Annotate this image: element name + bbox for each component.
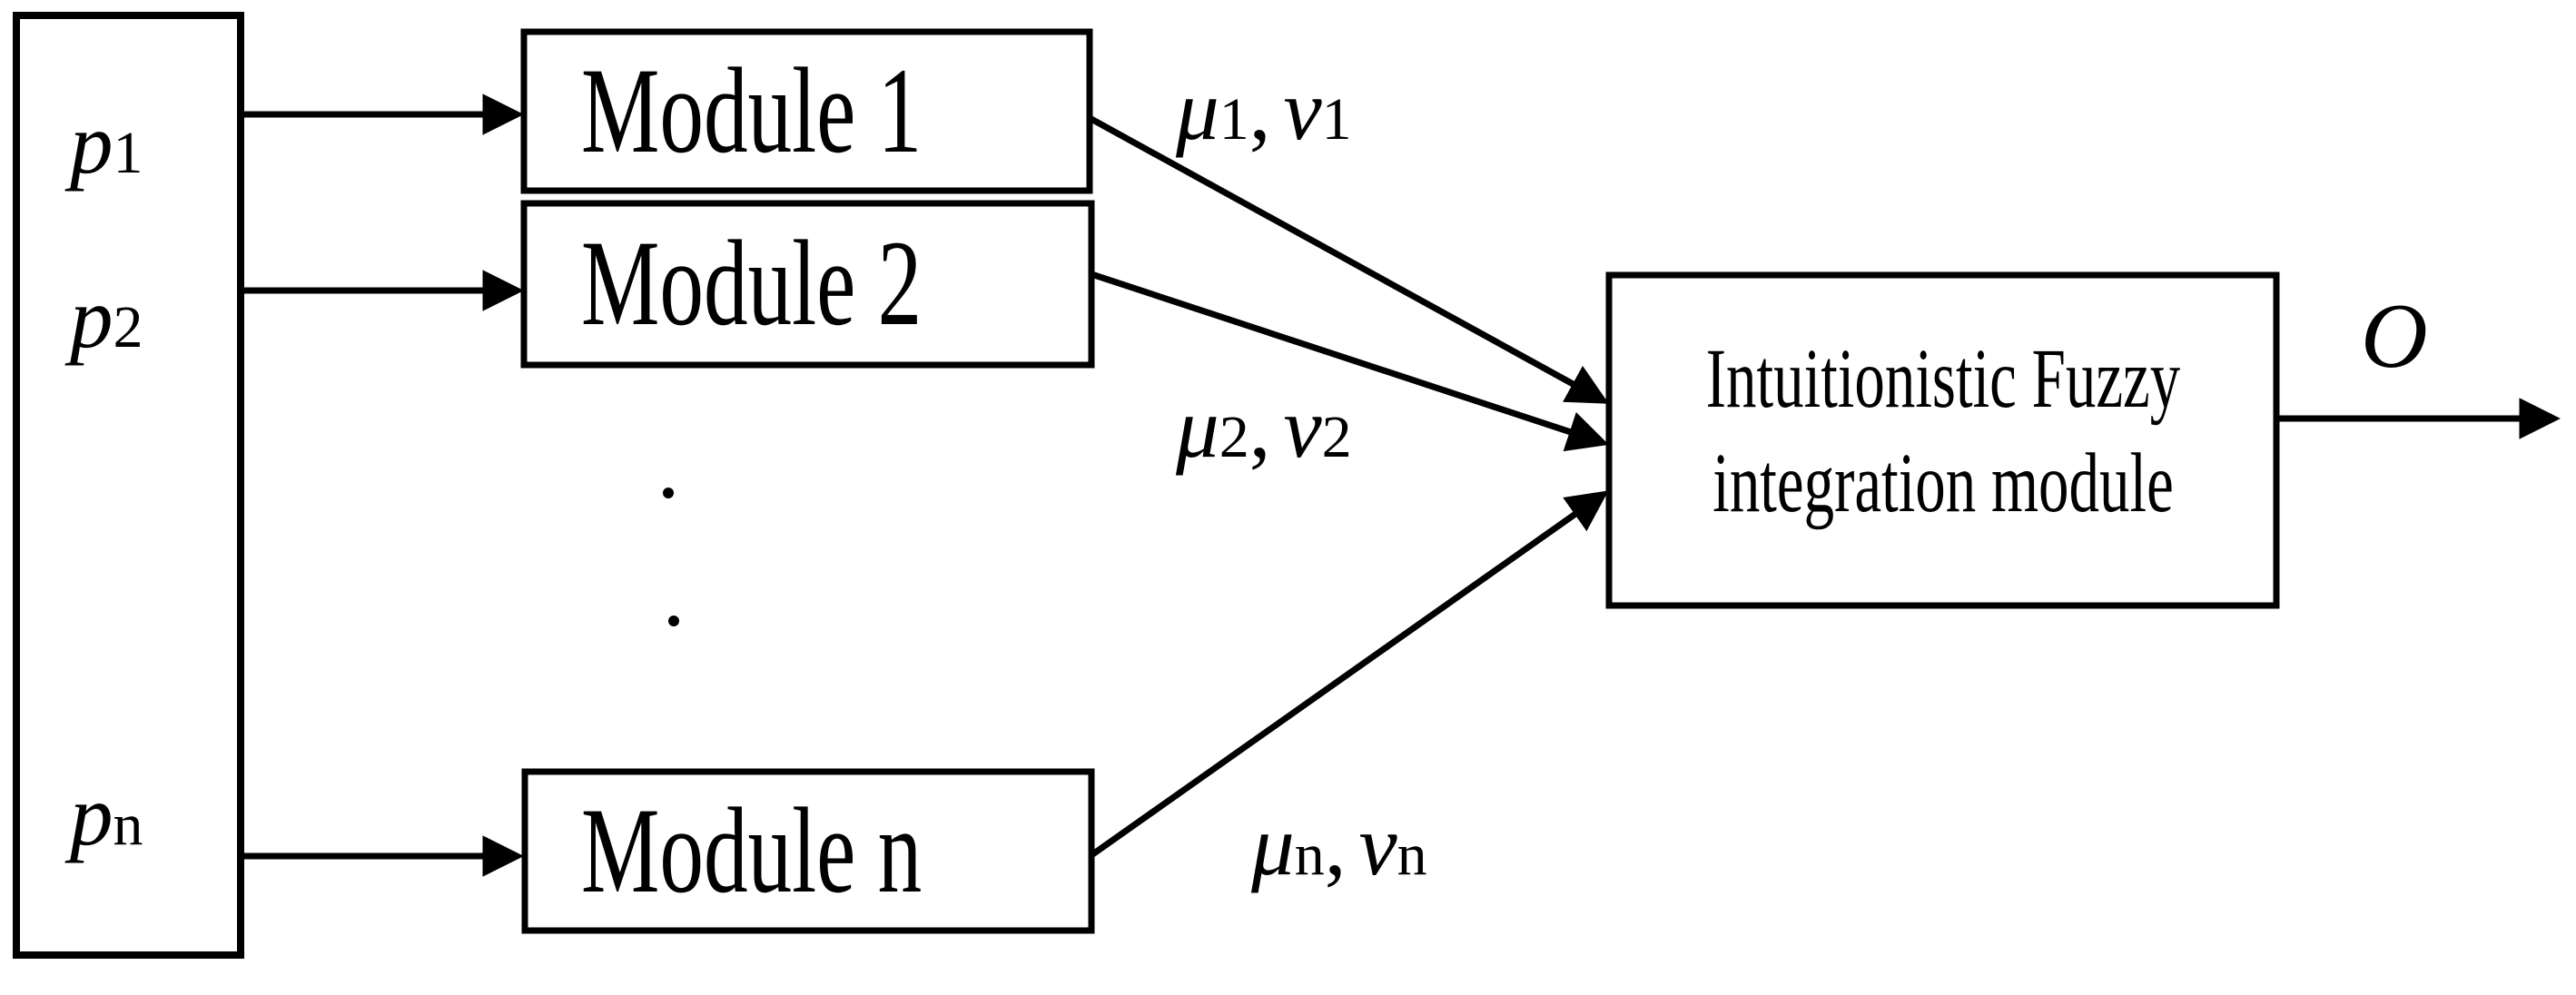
input-label-pn: pn <box>64 767 143 863</box>
ellipsis-dot-2 <box>668 616 679 626</box>
module-2-label: Module 2 <box>581 216 922 351</box>
edge-label-n: μn,νn <box>1250 797 1427 893</box>
integration-box <box>1605 271 2280 609</box>
edge-label-2: μ2,ν2 <box>1175 379 1352 476</box>
edge-line-2 <box>1090 271 1609 452</box>
input-label-p2: p2 <box>64 270 143 366</box>
module-1-label: Module 1 <box>581 44 922 179</box>
input-label-p1: p1 <box>64 95 143 192</box>
input-box <box>13 12 244 959</box>
module-1-box <box>520 28 1093 194</box>
integration-label-line2: integration module <box>1712 436 2174 529</box>
edge-line-n <box>1089 490 1609 858</box>
edge-label-1: μ1,ν1 <box>1175 62 1352 158</box>
integration-label-line1: Intuitionistic Fuzzy <box>1706 331 2181 425</box>
edge-line-1 <box>1088 114 1609 404</box>
module-n-box <box>521 768 1095 934</box>
module-2-box <box>520 200 1095 369</box>
ellipsis-dot-1 <box>663 488 674 498</box>
module-n-label: Module n <box>581 783 922 919</box>
output-label: O <box>2361 285 2428 388</box>
